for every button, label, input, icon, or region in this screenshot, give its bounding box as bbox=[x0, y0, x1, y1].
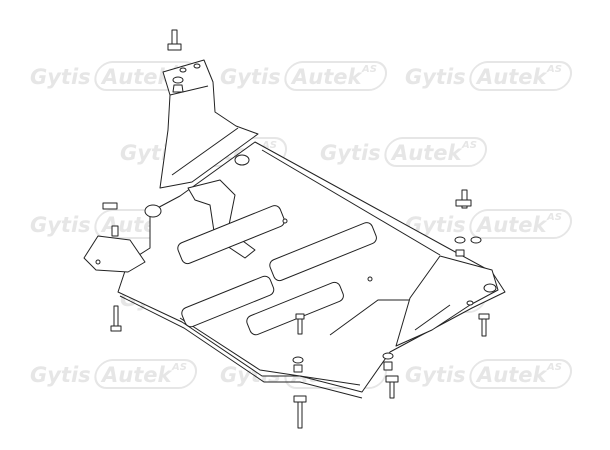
svg-text:Gytis: Gytis bbox=[30, 65, 91, 89]
svg-text:Autek: Autek bbox=[475, 213, 548, 237]
bolt-right bbox=[478, 313, 490, 337]
svg-text:Gytis: Gytis bbox=[220, 65, 281, 89]
svg-text:Autek: Autek bbox=[290, 65, 363, 89]
svg-text:Gytis: Gytis bbox=[30, 213, 91, 237]
bolt-bottom bbox=[293, 395, 307, 429]
svg-text:Autek: Autek bbox=[475, 363, 548, 387]
svg-text:Gytis: Gytis bbox=[320, 141, 381, 165]
bolt-top-left bbox=[167, 29, 184, 93]
bolt-center bbox=[292, 313, 305, 373]
svg-text:Gytis: Gytis bbox=[405, 65, 466, 89]
svg-text:Autek: Autek bbox=[100, 65, 173, 89]
bolt-top-right bbox=[454, 189, 482, 257]
svg-text:Autek: Autek bbox=[475, 65, 548, 89]
svg-text:AS: AS bbox=[546, 212, 562, 223]
svg-text:Gytis: Gytis bbox=[405, 363, 466, 387]
svg-text:Autek: Autek bbox=[100, 363, 173, 387]
svg-text:AS: AS bbox=[361, 64, 377, 75]
svg-text:AS: AS bbox=[171, 362, 187, 373]
bolt-lower-right bbox=[382, 352, 399, 399]
bolt-left bbox=[110, 305, 122, 332]
svg-text:AS: AS bbox=[546, 64, 562, 75]
right-bracket bbox=[395, 255, 499, 347]
left-bracket bbox=[159, 59, 259, 189]
svg-text:Autek: Autek bbox=[390, 141, 463, 165]
bolts bbox=[110, 29, 490, 429]
svg-text:AS: AS bbox=[461, 140, 477, 151]
left-front-tab bbox=[83, 202, 146, 273]
svg-text:AS: AS bbox=[261, 140, 277, 151]
svg-text:AS: AS bbox=[546, 362, 562, 373]
svg-text:Gytis: Gytis bbox=[30, 363, 91, 387]
